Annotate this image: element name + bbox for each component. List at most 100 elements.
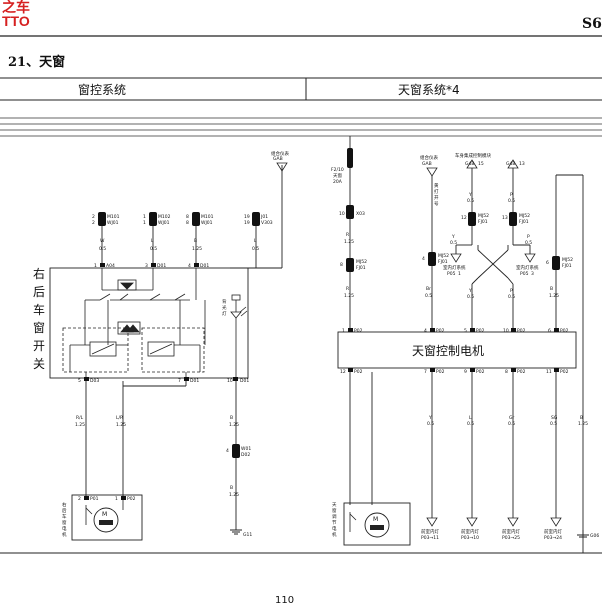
svg-text:12: 12 bbox=[340, 369, 346, 375]
svg-text:2: 2 bbox=[92, 214, 95, 220]
sunroof-adjust-motor-name: 天 窗 调 节 电 机 bbox=[332, 502, 337, 538]
svg-text:P05: P05 bbox=[447, 271, 456, 277]
svg-text:6: 6 bbox=[546, 260, 549, 266]
switch-internals bbox=[62, 268, 248, 378]
brand-cn: 之车 bbox=[2, 0, 30, 15]
svg-text:后: 后 bbox=[62, 507, 67, 514]
switch-name: 右 后 车 窗 开 关 bbox=[33, 266, 45, 371]
svg-text:黄: 黄 bbox=[434, 182, 439, 189]
svg-text:右: 右 bbox=[33, 266, 45, 281]
combo-meter-right: 组合仪表 GAB 黄 打 开 号 bbox=[420, 154, 439, 207]
svg-text:电: 电 bbox=[332, 525, 337, 532]
rear-window-motor bbox=[71, 494, 143, 541]
svg-text:12: 12 bbox=[461, 215, 467, 221]
svg-text:0.5: 0.5 bbox=[427, 421, 434, 427]
switch-top-pins: 1 A04 3 D01 4 D01 bbox=[94, 263, 209, 269]
svg-text:1.25: 1.25 bbox=[229, 492, 239, 498]
svg-text:后: 后 bbox=[33, 285, 45, 299]
svg-text:FJ01: FJ01 bbox=[562, 263, 572, 269]
svg-text:P02: P02 bbox=[560, 369, 569, 375]
ctrl-out-wire-labels: Y 0.5 L 0.5 Gr 0.5 SG 0.5 B 1.25 bbox=[427, 415, 588, 427]
svg-text:GAB: GAB bbox=[273, 156, 283, 162]
svg-text:8: 8 bbox=[186, 220, 189, 226]
left-bottom-wires bbox=[85, 381, 237, 530]
svg-text:WJ01: WJ01 bbox=[201, 220, 213, 226]
svg-text:天窗: 天窗 bbox=[333, 172, 342, 179]
svg-text:P: P bbox=[527, 234, 530, 240]
svg-text:1: 1 bbox=[342, 328, 345, 334]
svg-text:P03→11: P03→11 bbox=[421, 535, 439, 541]
svg-text:20A: 20A bbox=[333, 179, 343, 185]
svg-text:L/R: L/R bbox=[116, 415, 123, 421]
svg-text:1.25: 1.25 bbox=[75, 422, 85, 428]
svg-text:P02: P02 bbox=[476, 369, 485, 375]
svg-text:W: W bbox=[100, 238, 105, 244]
connector-m101-a: 2 2 M101 WJ01 W 0.5 bbox=[92, 212, 120, 252]
ground-g06: G06 bbox=[577, 530, 599, 539]
svg-text:P02: P02 bbox=[436, 369, 445, 375]
svg-text:D01: D01 bbox=[200, 263, 209, 269]
svg-text:节: 节 bbox=[332, 520, 337, 526]
svg-text:P02: P02 bbox=[517, 328, 526, 334]
svg-text:Y: Y bbox=[428, 415, 432, 421]
svg-text:0.5: 0.5 bbox=[550, 421, 557, 427]
svg-text:8: 8 bbox=[186, 214, 189, 220]
svg-text:8: 8 bbox=[340, 262, 343, 268]
svg-text:9: 9 bbox=[464, 369, 467, 375]
svg-text:2: 2 bbox=[92, 220, 95, 226]
connector-mj52-b: 4 MJ52 FJ01 Br 0.5 bbox=[422, 252, 449, 299]
svg-text:灯: 灯 bbox=[222, 310, 227, 317]
svg-text:7: 7 bbox=[178, 378, 181, 384]
rear-window-switch bbox=[49, 267, 249, 379]
svg-text:19: 19 bbox=[244, 214, 250, 220]
svg-text:R/L: R/L bbox=[76, 415, 84, 421]
svg-text:Gr: Gr bbox=[509, 415, 514, 421]
ctrl-output-arrows bbox=[426, 517, 562, 527]
module-wire-labels: Y 0.5 P 0.5 bbox=[467, 192, 515, 204]
svg-text:D01: D01 bbox=[240, 378, 249, 384]
svg-text:FJ01: FJ01 bbox=[478, 219, 488, 225]
svg-text:13: 13 bbox=[519, 161, 525, 167]
svg-text:X03: X03 bbox=[356, 211, 365, 217]
svg-text:1.25: 1.25 bbox=[578, 421, 588, 427]
svg-text:D01: D01 bbox=[190, 378, 199, 384]
svg-text:0.5: 0.5 bbox=[525, 240, 532, 246]
svg-text:车: 车 bbox=[33, 302, 45, 317]
svg-text:B: B bbox=[194, 238, 197, 244]
svg-text:2: 2 bbox=[78, 496, 81, 502]
svg-text:光: 光 bbox=[222, 304, 227, 311]
rear-window-motor-name: 右 后 车 窗 电 机 bbox=[62, 501, 67, 538]
svg-text:10: 10 bbox=[339, 211, 345, 217]
ground-connector-w01: 4 W01 D02 B 1.25 bbox=[226, 444, 251, 498]
svg-text:室内灯系统: 室内灯系统 bbox=[516, 264, 539, 271]
sunroof-adjust-motor bbox=[343, 502, 411, 546]
svg-text:P02: P02 bbox=[560, 328, 569, 334]
rear-window-motor-pins: 2 P01 1 P02 bbox=[78, 496, 136, 502]
sunroof-control-motor bbox=[337, 331, 577, 369]
svg-text:电: 电 bbox=[62, 525, 67, 532]
svg-text:10: 10 bbox=[227, 378, 233, 384]
svg-text:5: 5 bbox=[78, 378, 81, 384]
svg-text:窗: 窗 bbox=[62, 519, 67, 526]
svg-text:G11: G11 bbox=[243, 532, 252, 538]
section-title: 21、天窗 bbox=[8, 54, 65, 70]
svg-text:M: M bbox=[102, 511, 107, 518]
svg-text:FJ01: FJ01 bbox=[356, 265, 366, 271]
svg-text:M101: M101 bbox=[107, 214, 120, 220]
combo-meter-left: 组合仪表 GAB bbox=[271, 150, 289, 172]
svg-text:L: L bbox=[469, 415, 472, 421]
connector-m102: 1 1 M102 WJ01 L 0.5 bbox=[143, 212, 171, 252]
svg-text:7: 7 bbox=[424, 369, 427, 375]
svg-text:WJ01: WJ01 bbox=[107, 220, 119, 226]
svg-text:FJ01: FJ01 bbox=[519, 219, 529, 225]
svg-text:0.5: 0.5 bbox=[467, 294, 474, 300]
page-number: 110 bbox=[275, 595, 294, 606]
bus-lines bbox=[0, 117, 602, 137]
svg-text:P03→24: P03→24 bbox=[544, 535, 562, 541]
svg-text:Y: Y bbox=[468, 288, 472, 294]
svg-text:W01: W01 bbox=[241, 446, 251, 452]
connector-mj52-c: 6 MJ52 FJ01 B 1.25 bbox=[546, 256, 573, 299]
ctrl-out-wires bbox=[349, 372, 557, 518]
motor-symbol-right: M bbox=[349, 512, 390, 538]
